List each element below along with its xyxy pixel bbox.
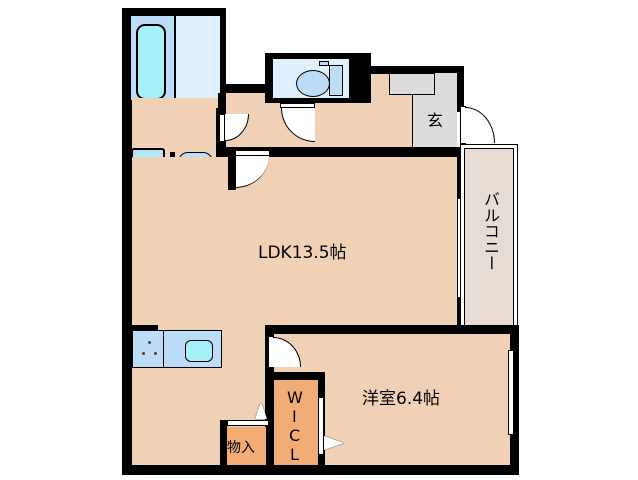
wall-ldk-top [226,147,464,157]
ldk-window[interactable] [457,198,464,298]
western-window[interactable] [508,350,514,435]
entrance-door-swing[interactable] [465,107,495,143]
bathroom-wash-area [176,16,220,104]
storage-door-arrow-icon [255,402,267,419]
wall-western-top [265,325,518,334]
walk-in-closet: W I C L [274,380,318,465]
storage-label: 物入 [227,440,255,456]
wall-wash-right [216,108,226,188]
wall-left [122,100,132,475]
stove-icon [141,341,161,361]
wic-label-c: C [289,426,301,445]
western-room-label: 洋室6.4帖 [362,389,441,409]
wall-ldk-door-jamb [228,150,236,190]
wall-storage-left [220,420,227,472]
bathroom [122,8,226,104]
wall-kitchen-stub [122,325,158,331]
wic-label-l: L [290,445,299,464]
toilet [265,53,371,103]
wic-door[interactable] [318,397,324,455]
toilet-door-frame [280,103,315,108]
balcony: バルコニー [461,145,517,329]
wall-wic-top [268,372,324,380]
wall-western-left [265,325,274,475]
toilet-knob [319,61,329,66]
washroom-door-frame [219,114,225,142]
counter-divider [163,331,164,367]
entrance: 玄 [389,73,457,148]
wic-door-arrow-icon [324,436,344,450]
ldk-label: LDK13.5帖 [258,243,347,263]
balcony-label: バルコニー [481,191,500,271]
storage: 物入 [227,427,266,465]
bathroom-floor [131,16,175,104]
kitchen-sink-icon [185,340,213,362]
wall-hall-top-right [368,66,464,74]
storage-door[interactable] [227,420,269,426]
bathtub-icon [136,24,166,100]
wall-hall-stub [218,93,226,110]
toilet-floor [273,59,349,98]
entrance-label: 玄 [427,111,444,130]
shoe-cabinet [389,73,435,95]
wic-label-w: W [287,388,303,407]
wall-hall-top-left [222,84,267,93]
wall-entrance-right [456,66,464,112]
wic-label-i: I [292,407,297,426]
toilet-tank-icon [329,65,343,96]
toilet-bowl-icon [296,70,330,97]
kitchen-counter [132,330,222,368]
